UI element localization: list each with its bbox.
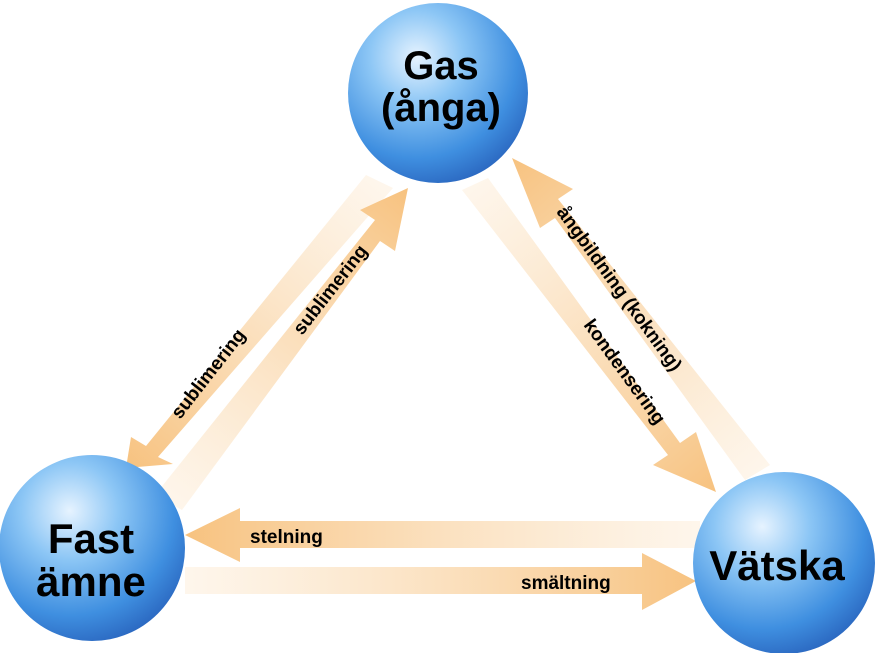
node-gas: Gas (ånga) [348,3,528,183]
node-gas-line1: Gas [403,44,479,88]
arrow-vaporization [512,158,770,480]
arrow-sublimation-up [155,188,408,510]
node-solid-line1: Fast [48,515,134,562]
label-melting: smältning [521,573,611,594]
label-freezing: stelning [250,527,323,548]
arrow-sublimation-down [126,175,393,468]
node-gas-line2: (ånga) [381,86,501,130]
arrow-condensation [462,178,716,492]
node-solid: Fast ämne [0,455,185,641]
arrow-freezing [185,508,700,562]
node-liquid-line1: Vätska [709,542,845,589]
node-liquid: Vätska [693,472,875,653]
arrow-melting [185,553,696,610]
node-solid-line2: ämne [36,558,146,605]
